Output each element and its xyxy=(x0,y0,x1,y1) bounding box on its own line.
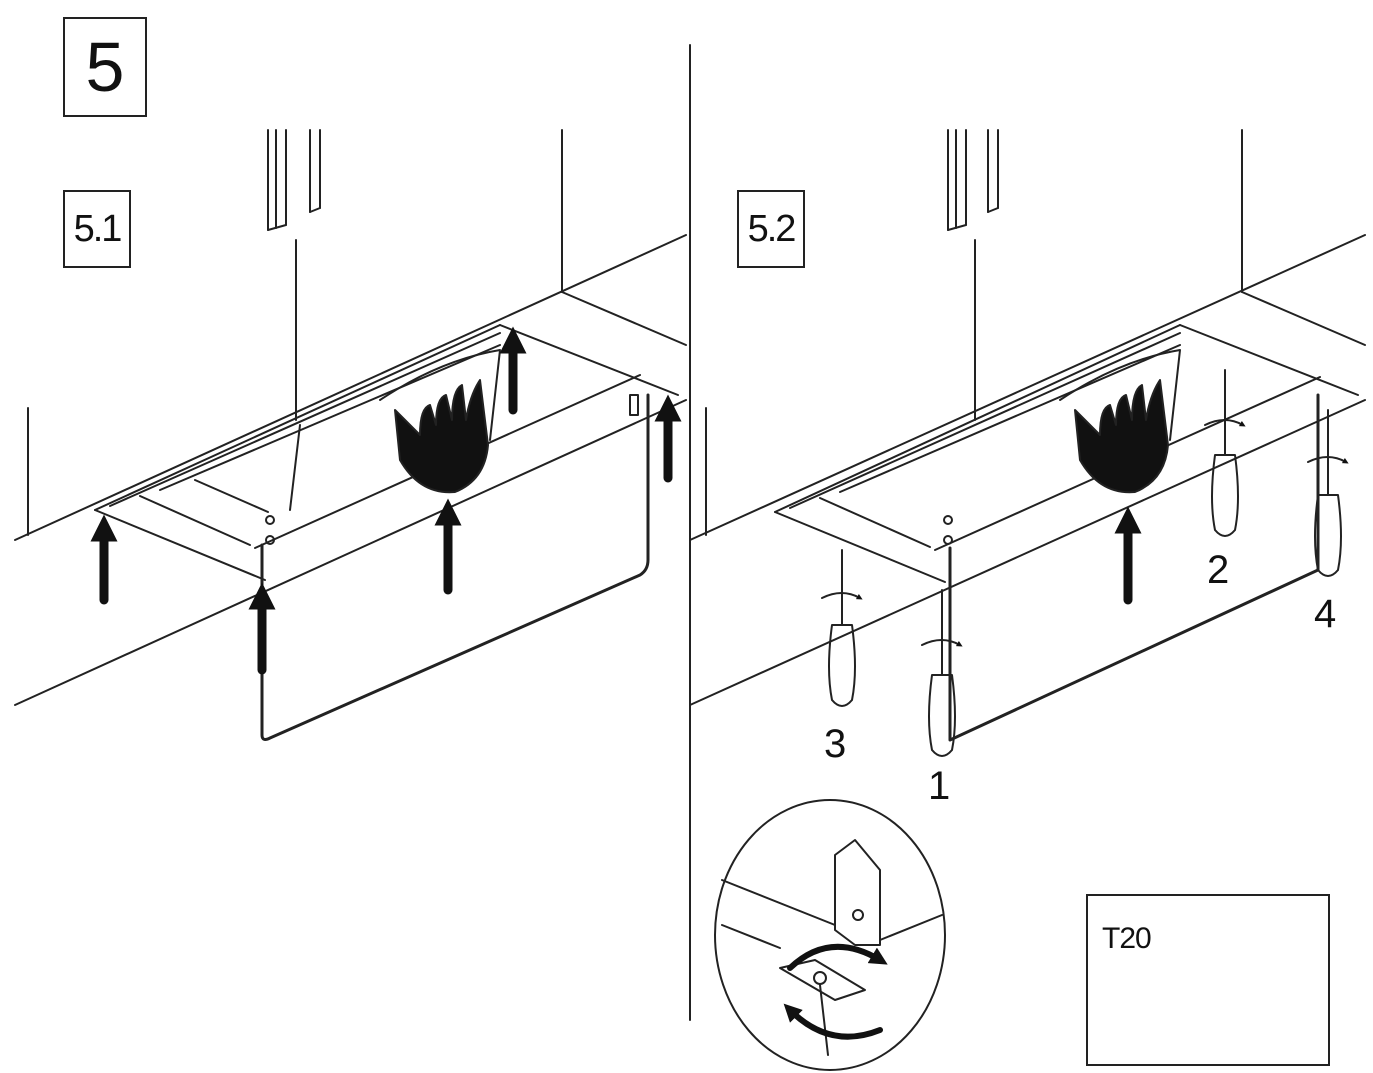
panel-label-5-1: 5.1 xyxy=(63,190,131,268)
screw-number-3: 3 xyxy=(824,722,847,766)
hand-icon xyxy=(1074,379,1169,494)
screw-number-1: 1 xyxy=(928,764,951,808)
panel-label-5-2: 5.2 xyxy=(737,190,805,268)
tool-callout: T20 xyxy=(1086,894,1330,1066)
detail-zoom xyxy=(714,799,946,1071)
screwdriver-icon xyxy=(1204,369,1246,537)
cooker-hood xyxy=(774,324,1359,742)
hand-icon xyxy=(394,379,489,494)
tool-label: T20 xyxy=(1102,922,1152,955)
screwdriver-icon xyxy=(921,589,963,757)
screw-number-4: 4 xyxy=(1314,592,1337,636)
panel-5-1-scene xyxy=(14,129,687,741)
cooker-hood xyxy=(94,324,679,741)
panel-5-2-scene xyxy=(689,129,1366,757)
screwdriver-icon xyxy=(821,549,863,707)
screw-number-2: 2 xyxy=(1207,548,1230,592)
step-number: 5 xyxy=(63,17,147,117)
screwdriver-icon xyxy=(1307,409,1349,577)
